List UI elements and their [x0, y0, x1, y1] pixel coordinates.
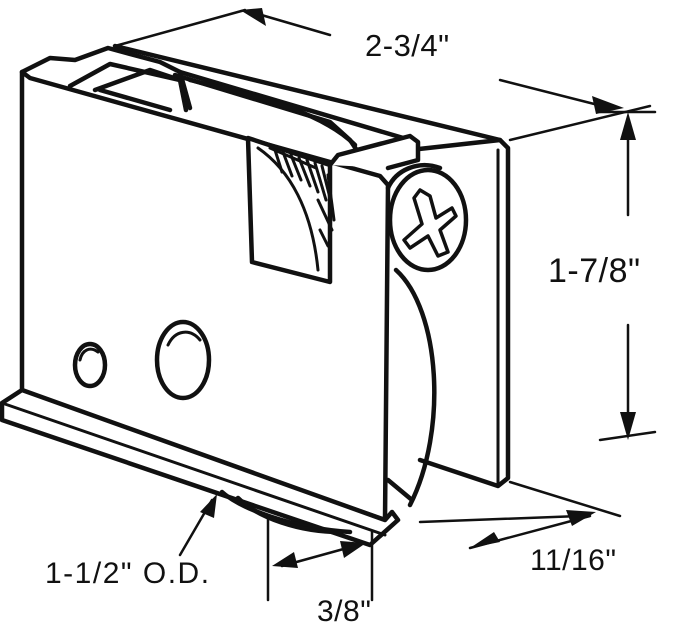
roller-wheel-side — [385, 267, 437, 508]
adjustment-screw — [385, 162, 469, 273]
wheel-width-label: 3/8" — [317, 595, 372, 628]
screw-bracket — [327, 133, 421, 171]
width-dimension-label: 2-3/4" — [365, 28, 450, 63]
depth-dimension-label: 11/16" — [530, 544, 617, 577]
mounting-holes — [72, 319, 212, 401]
adjustment-spring — [273, 148, 336, 248]
dimension-arrowheads — [200, 8, 636, 568]
back-housing-plate — [112, 43, 511, 489]
bottom-flange — [0, 387, 401, 548]
wheel-diameter-label: 1-1/2" O.D. — [45, 557, 211, 590]
adjustment-window — [245, 135, 333, 285]
roller-wheel-bottom — [219, 489, 353, 535]
front-plate — [19, 69, 391, 523]
height-dimension-label: 1-7/8" — [548, 252, 641, 290]
